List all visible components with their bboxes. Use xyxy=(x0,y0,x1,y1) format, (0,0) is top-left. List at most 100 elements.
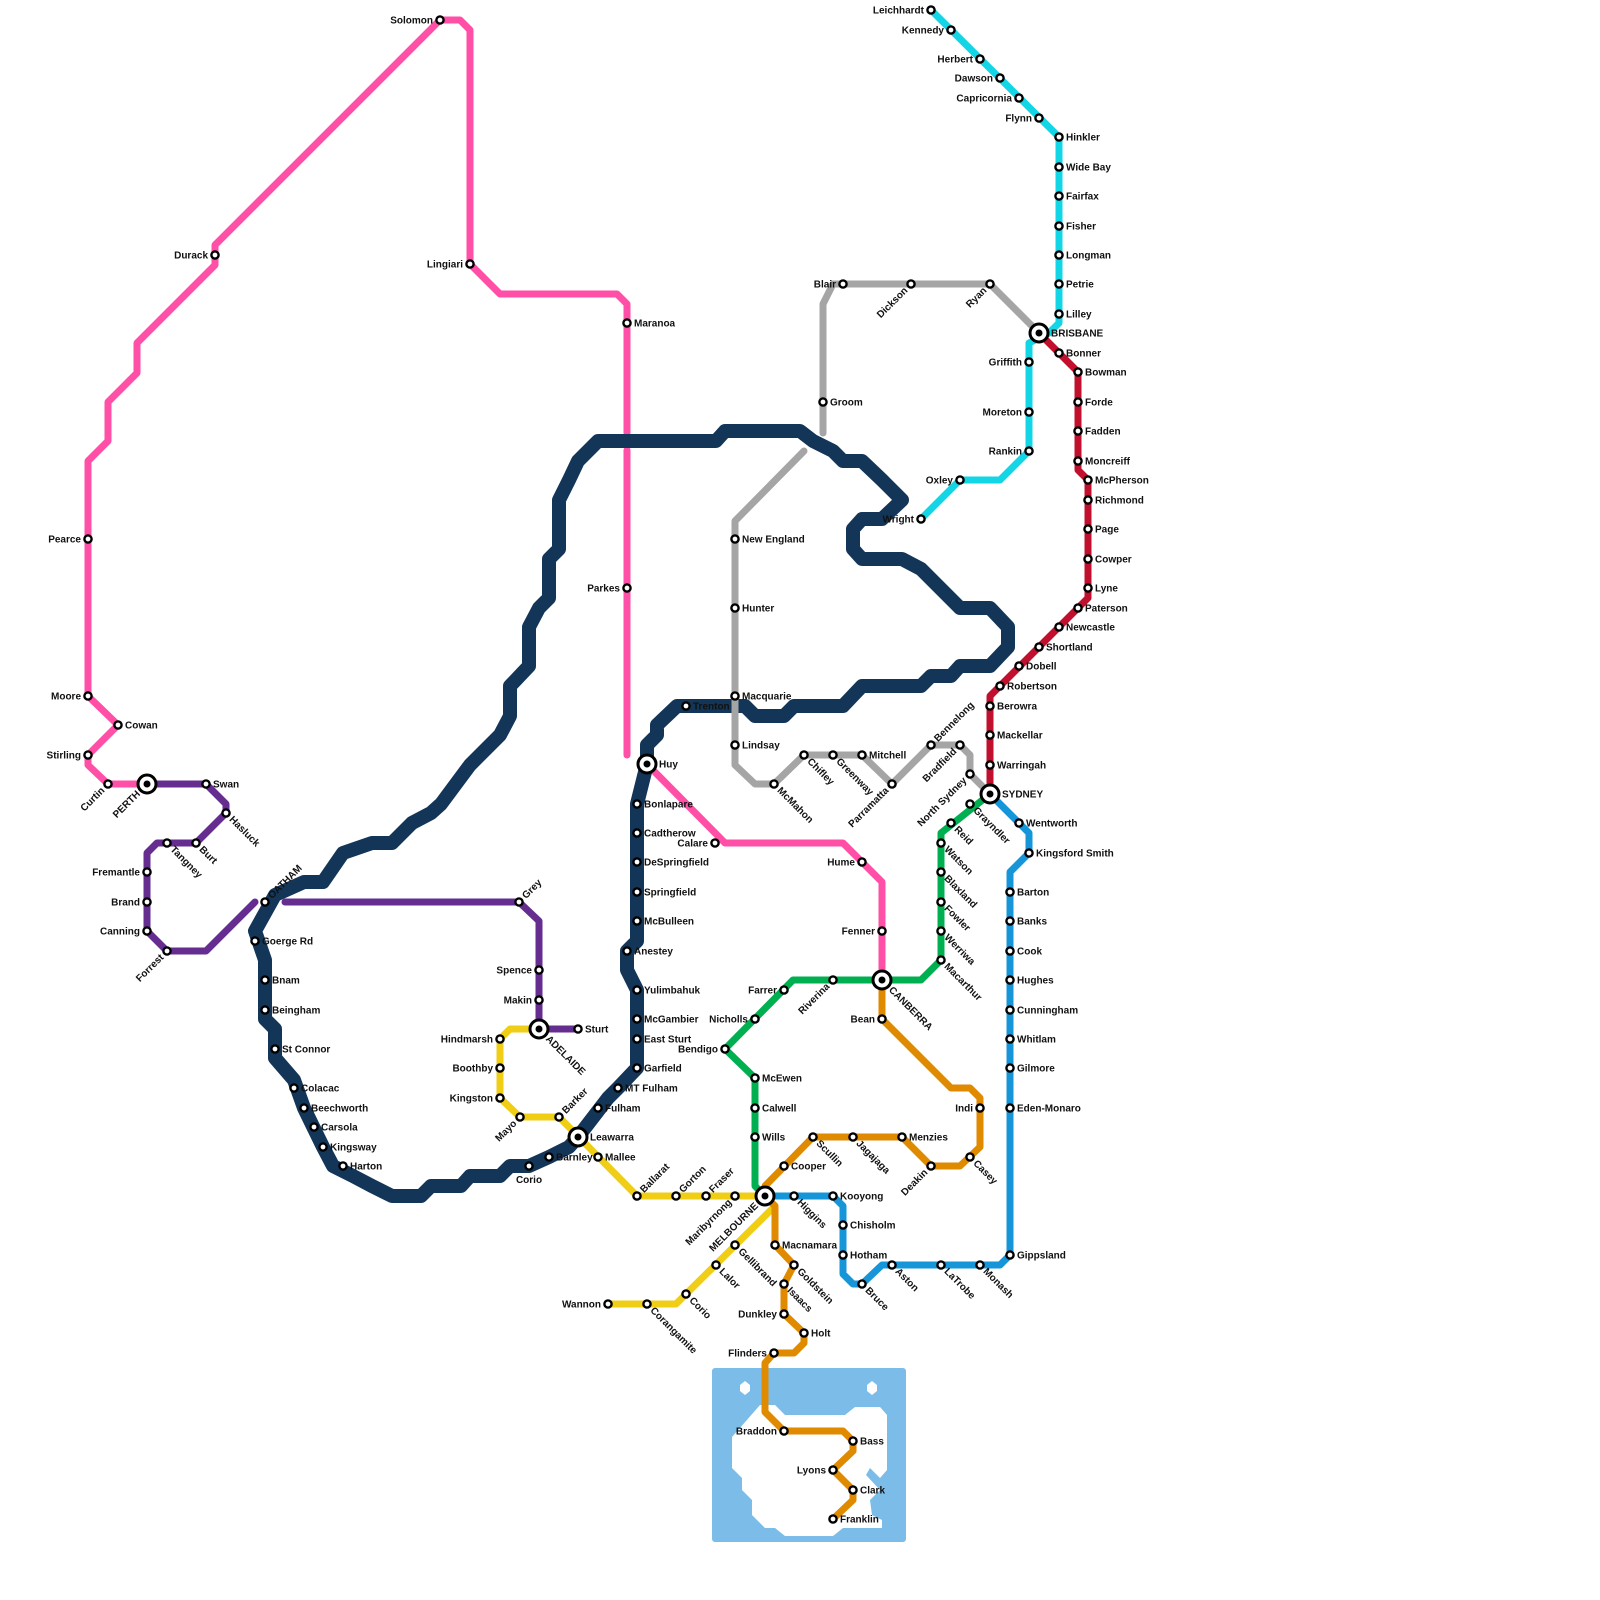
station-gellibrand[interactable] xyxy=(730,1240,740,1250)
station-oatham[interactable] xyxy=(260,897,270,907)
station-rankin[interactable] xyxy=(1024,446,1034,456)
station-sydney[interactable] xyxy=(979,783,1001,805)
station-flynn[interactable] xyxy=(1034,113,1044,123)
station-nicholls[interactable] xyxy=(750,1014,760,1024)
station-blaxland[interactable] xyxy=(936,867,946,877)
station-barton[interactable] xyxy=(1005,887,1015,897)
station-holt[interactable] xyxy=(799,1328,809,1338)
station-reid[interactable] xyxy=(946,818,956,828)
station-cunningham[interactable] xyxy=(1005,1005,1015,1015)
station-kingston[interactable] xyxy=(495,1093,505,1103)
station-mcewen[interactable] xyxy=(750,1073,760,1083)
station-latrobe[interactable] xyxy=(936,1260,946,1270)
station-watson[interactable] xyxy=(936,838,946,848)
station-despringfield[interactable] xyxy=(632,857,642,867)
station-oxley[interactable] xyxy=(955,475,965,485)
station-calwell[interactable] xyxy=(750,1103,760,1113)
station-whitlam[interactable] xyxy=(1005,1034,1015,1044)
station-moncreiff[interactable] xyxy=(1073,456,1083,466)
station-franklin[interactable] xyxy=(828,1514,838,1524)
station-calare[interactable] xyxy=(710,838,720,848)
station-brand[interactable] xyxy=(142,897,152,907)
station-tangney[interactable] xyxy=(162,838,172,848)
station-bradfield[interactable] xyxy=(955,740,965,750)
station-mitchell[interactable] xyxy=(857,750,867,760)
station-bennelong[interactable] xyxy=(926,740,936,750)
station-paterson[interactable] xyxy=(1073,603,1083,613)
station-fraser[interactable] xyxy=(701,1191,711,1201)
station-goldstein[interactable] xyxy=(789,1260,799,1270)
station-carsola[interactable] xyxy=(309,1122,319,1132)
station-robertson[interactable] xyxy=(995,681,1005,691)
station-ballarat[interactable] xyxy=(632,1191,642,1201)
station-spence[interactable] xyxy=(534,965,544,975)
station-hotham[interactable] xyxy=(838,1250,848,1260)
station-swan[interactable] xyxy=(201,779,211,789)
station-hasluck[interactable] xyxy=(221,808,231,818)
station-lilley[interactable] xyxy=(1054,309,1064,319)
station-herbert[interactable] xyxy=(975,54,985,64)
station-north-sydney[interactable] xyxy=(965,769,975,779)
station-kooyong[interactable] xyxy=(828,1191,838,1201)
station-braddon[interactable] xyxy=(779,1426,789,1436)
station-lingiari[interactable] xyxy=(465,259,475,269)
station-macarthur[interactable] xyxy=(936,955,946,965)
station-fenner[interactable] xyxy=(877,926,887,936)
station-burt[interactable] xyxy=(191,838,201,848)
station-mcgambier[interactable] xyxy=(632,1014,642,1024)
station-garfield[interactable] xyxy=(632,1063,642,1073)
station-cowan[interactable] xyxy=(113,720,123,730)
station-eden-monaro[interactable] xyxy=(1005,1103,1015,1113)
station-casey[interactable] xyxy=(965,1152,975,1162)
station-kingsford-smith[interactable] xyxy=(1024,848,1034,858)
station-gilmore[interactable] xyxy=(1005,1063,1015,1073)
station-east-sturt[interactable] xyxy=(632,1034,642,1044)
station-pearce[interactable] xyxy=(83,534,93,544)
station-blair[interactable] xyxy=(838,279,848,289)
station-bass[interactable] xyxy=(848,1436,858,1446)
station-lalor[interactable] xyxy=(711,1260,721,1270)
station-bowman[interactable] xyxy=(1073,367,1083,377)
station-huy[interactable] xyxy=(636,753,658,775)
station-macquarie[interactable] xyxy=(730,691,740,701)
station-canberra[interactable] xyxy=(871,969,893,991)
station-maranoa[interactable] xyxy=(622,318,632,328)
station-fulham[interactable] xyxy=(593,1103,603,1113)
station-fowler[interactable] xyxy=(936,897,946,907)
station-riverina[interactable] xyxy=(828,975,838,985)
station-scullin[interactable] xyxy=(808,1132,818,1142)
station-sturt[interactable] xyxy=(573,1024,583,1034)
station-monash[interactable] xyxy=(975,1260,985,1270)
station-lindsay[interactable] xyxy=(730,740,740,750)
station-barker[interactable] xyxy=(554,1112,564,1122)
station-fairfax[interactable] xyxy=(1054,191,1064,201)
station-flinders[interactable] xyxy=(769,1348,779,1358)
station-ryan[interactable] xyxy=(985,279,995,289)
station-berowra[interactable] xyxy=(985,701,995,711)
station-corangamite[interactable] xyxy=(642,1299,652,1309)
station-fisher[interactable] xyxy=(1054,221,1064,231)
station-menzies[interactable] xyxy=(897,1132,907,1142)
station-werriwa[interactable] xyxy=(936,926,946,936)
station-macnamara[interactable] xyxy=(770,1240,780,1250)
station-chisholm[interactable] xyxy=(838,1220,848,1230)
station-mcmahon[interactable] xyxy=(769,779,779,789)
station-beingham[interactable] xyxy=(260,1005,270,1015)
station-wentworth[interactable] xyxy=(1014,818,1024,828)
station-mackellar[interactable] xyxy=(985,730,995,740)
station-durack[interactable] xyxy=(210,250,220,260)
station-forrest[interactable] xyxy=(162,946,172,956)
station-gorton[interactable] xyxy=(671,1191,681,1201)
station-capricornia[interactable] xyxy=(1014,93,1024,103)
station-higgins[interactable] xyxy=(789,1191,799,1201)
station-brisbane[interactable] xyxy=(1028,322,1050,344)
station-kingsway[interactable] xyxy=(318,1142,328,1152)
station-wannon[interactable] xyxy=(603,1299,613,1309)
station-kennedy[interactable] xyxy=(946,25,956,35)
station-mayo[interactable] xyxy=(515,1112,525,1122)
station-richmond[interactable] xyxy=(1083,495,1093,505)
station-hunter[interactable] xyxy=(730,603,740,613)
station-maribyrnong[interactable] xyxy=(730,1191,740,1201)
station-beechworth[interactable] xyxy=(299,1103,309,1113)
station-mcpherson[interactable] xyxy=(1083,475,1093,485)
